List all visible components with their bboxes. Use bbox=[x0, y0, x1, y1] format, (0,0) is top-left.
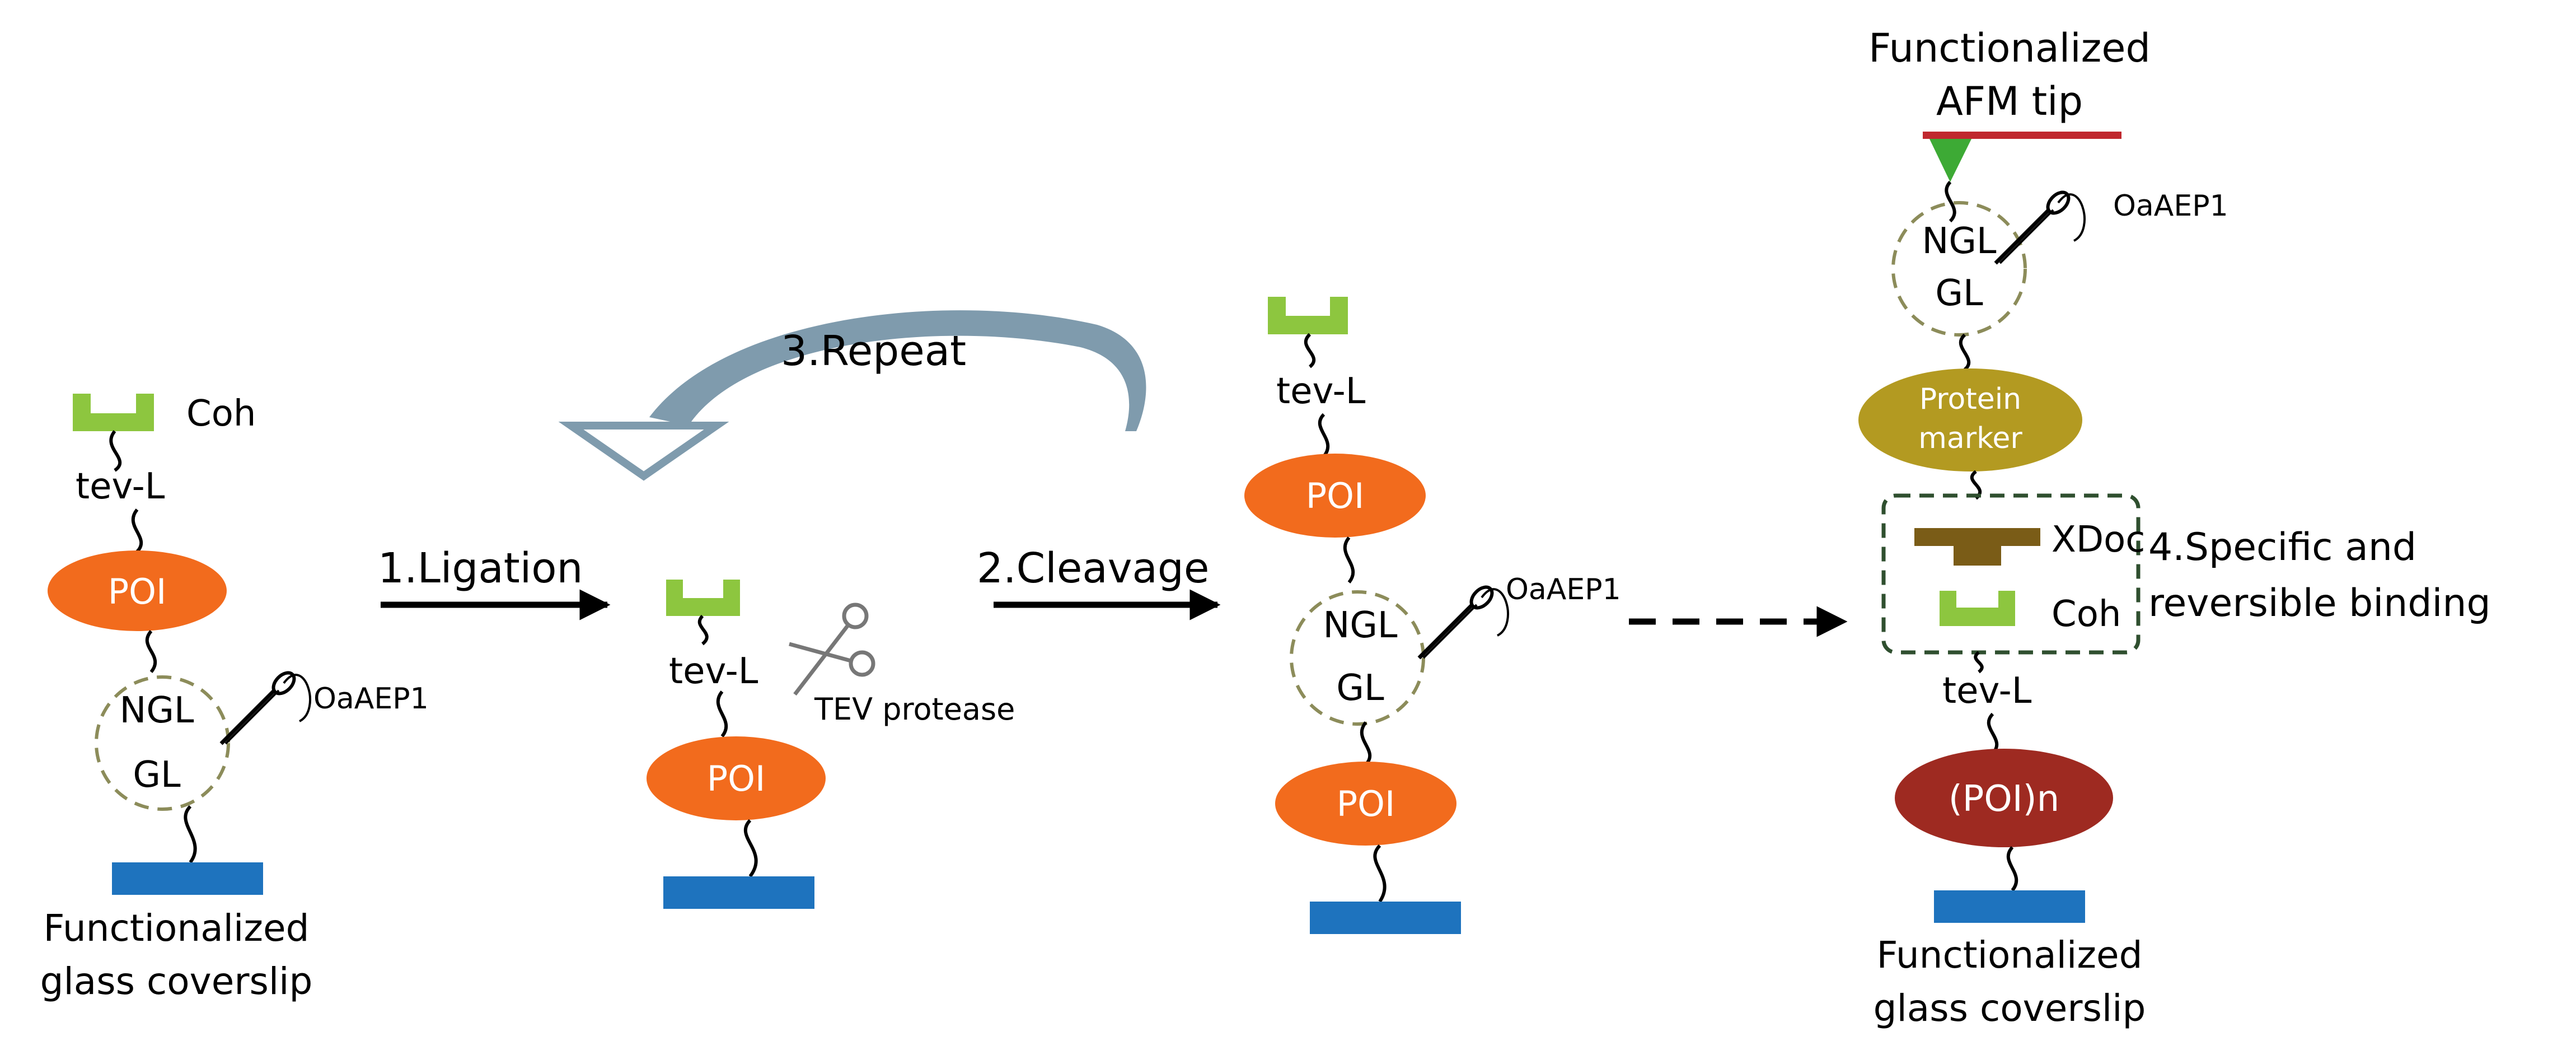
panel-after-ligation: tev-L TEV protease POI bbox=[647, 580, 1015, 909]
ligation-label: 1.Ligation bbox=[378, 544, 583, 592]
cleavage-step: 2.Cleavage bbox=[977, 544, 1221, 620]
surface-label-line-1: Functionalized bbox=[44, 907, 310, 950]
binding-label-line-2: reversible binding bbox=[2148, 581, 2491, 625]
linker-line bbox=[131, 508, 143, 553]
oaaep1-label: OaAEP1 bbox=[2113, 189, 2228, 223]
linker-line bbox=[1987, 712, 1999, 755]
linker-line bbox=[109, 430, 122, 472]
oaaep1-needle-icon bbox=[1996, 189, 2085, 263]
linker-line bbox=[697, 614, 709, 646]
oaaep1-needle-icon bbox=[1419, 583, 1508, 658]
poi-top-label: POI bbox=[1306, 475, 1364, 516]
poi-label: POI bbox=[108, 571, 166, 612]
cleavage-label: 2.Cleavage bbox=[977, 544, 1209, 592]
ngl-label: NGL bbox=[119, 690, 194, 731]
linker-line bbox=[1945, 180, 1956, 223]
afm-tip-bar bbox=[1923, 132, 2121, 139]
panel-after-cleavage: tev-L POI NGL GL OaAEP1 POI bbox=[1244, 297, 1621, 934]
repeat-arrowhead bbox=[558, 422, 729, 481]
tev-l-label: tev-L bbox=[669, 651, 758, 692]
coverslip-surface bbox=[1310, 902, 1461, 934]
poi-domain bbox=[48, 550, 227, 631]
afm-tip-icon bbox=[1929, 139, 1971, 182]
ngl-label: NGL bbox=[1922, 221, 1996, 262]
afm-tip-label-line-1: Functionalized bbox=[1868, 25, 2151, 71]
cohesin-shape bbox=[1940, 591, 2015, 626]
ngl-label: NGL bbox=[1323, 605, 1397, 646]
xdoc-label: XDoc bbox=[2052, 519, 2145, 561]
protein-marker-domain bbox=[1858, 368, 2082, 472]
tev-l-label: tev-L bbox=[1276, 371, 1366, 412]
linker-line bbox=[1304, 333, 1316, 368]
linker-line bbox=[1360, 721, 1372, 766]
linker-line bbox=[1318, 413, 1330, 458]
cohesin-shape bbox=[666, 580, 740, 616]
surface-label-line-2: glass coverslip bbox=[1874, 987, 2146, 1030]
oaaep1-needle-icon bbox=[221, 669, 310, 744]
coverslip-surface bbox=[112, 862, 263, 895]
coverslip-surface bbox=[663, 876, 814, 909]
linker-line bbox=[1343, 536, 1355, 583]
ligation-site-circle bbox=[95, 675, 230, 811]
afm-tip-label-line-2: AFM tip bbox=[1936, 78, 2083, 124]
linker-line bbox=[1373, 844, 1387, 903]
repeat-arrow-inner bbox=[695, 353, 1072, 419]
oaaep1-label: OaAEP1 bbox=[313, 682, 429, 716]
linker-line bbox=[184, 805, 197, 863]
panel-afm-measurement: Functionalized AFM tip NGL GL OaAEP1 Pro… bbox=[1858, 25, 2491, 1030]
protein-marker-label-line-2: marker bbox=[1918, 422, 2022, 455]
surface-label-line-2: glass coverslip bbox=[40, 960, 313, 1003]
protein-marker-label-line-1: Protein bbox=[1919, 382, 2021, 416]
repeat-arrow-band bbox=[649, 310, 1146, 431]
gl-label: GL bbox=[1935, 273, 1983, 314]
binding-complex-box bbox=[1881, 493, 2141, 655]
cohesin-shape bbox=[73, 394, 154, 431]
surface-label-line-1: Functionalized bbox=[1877, 933, 2143, 977]
linker-line bbox=[145, 630, 157, 673]
poi-polymer-domain bbox=[1895, 749, 2113, 847]
poi-domain bbox=[647, 736, 826, 820]
linker-line bbox=[1959, 333, 1971, 371]
gl-label: GL bbox=[1336, 667, 1384, 709]
linker-line bbox=[2006, 846, 2018, 891]
panel-initial-construct: Coh tev-L POI NGL GL OaAEP1 Functionaliz… bbox=[40, 393, 429, 1003]
poi-domain-top bbox=[1244, 454, 1426, 538]
ligation-site-circle bbox=[1891, 201, 2027, 337]
poi-domain-bottom bbox=[1275, 762, 1456, 846]
linker-line bbox=[1974, 651, 1984, 674]
oaaep1-label: OaAEP1 bbox=[1506, 573, 1621, 606]
coh-label: Coh bbox=[2052, 594, 2121, 635]
gl-label: GL bbox=[133, 754, 181, 796]
scissors-icon bbox=[789, 603, 875, 696]
repeat-label: 3.Repeat bbox=[781, 327, 966, 375]
linker-line bbox=[743, 819, 758, 877]
poi-polymer-label: (POI)n bbox=[1949, 778, 2059, 820]
coverslip-surface bbox=[1934, 890, 2085, 923]
poi-bottom-label: POI bbox=[1337, 783, 1395, 824]
coh-label: Coh bbox=[186, 393, 256, 435]
tev-l-label: tev-L bbox=[1942, 670, 2032, 712]
tev-protease-label: TEV protease bbox=[814, 692, 1015, 727]
ligation-step: 1.Ligation bbox=[378, 544, 611, 620]
poi-label: POI bbox=[707, 758, 765, 799]
repeat-step: 3.Repeat bbox=[558, 310, 1146, 481]
xdoc-shape bbox=[1914, 528, 2040, 566]
linker-line bbox=[716, 690, 728, 737]
cohesin-shape bbox=[1268, 297, 1348, 334]
tev-l-label: tev-L bbox=[76, 466, 165, 507]
binding-label-line-1: 4.Specific and bbox=[2148, 525, 2416, 569]
